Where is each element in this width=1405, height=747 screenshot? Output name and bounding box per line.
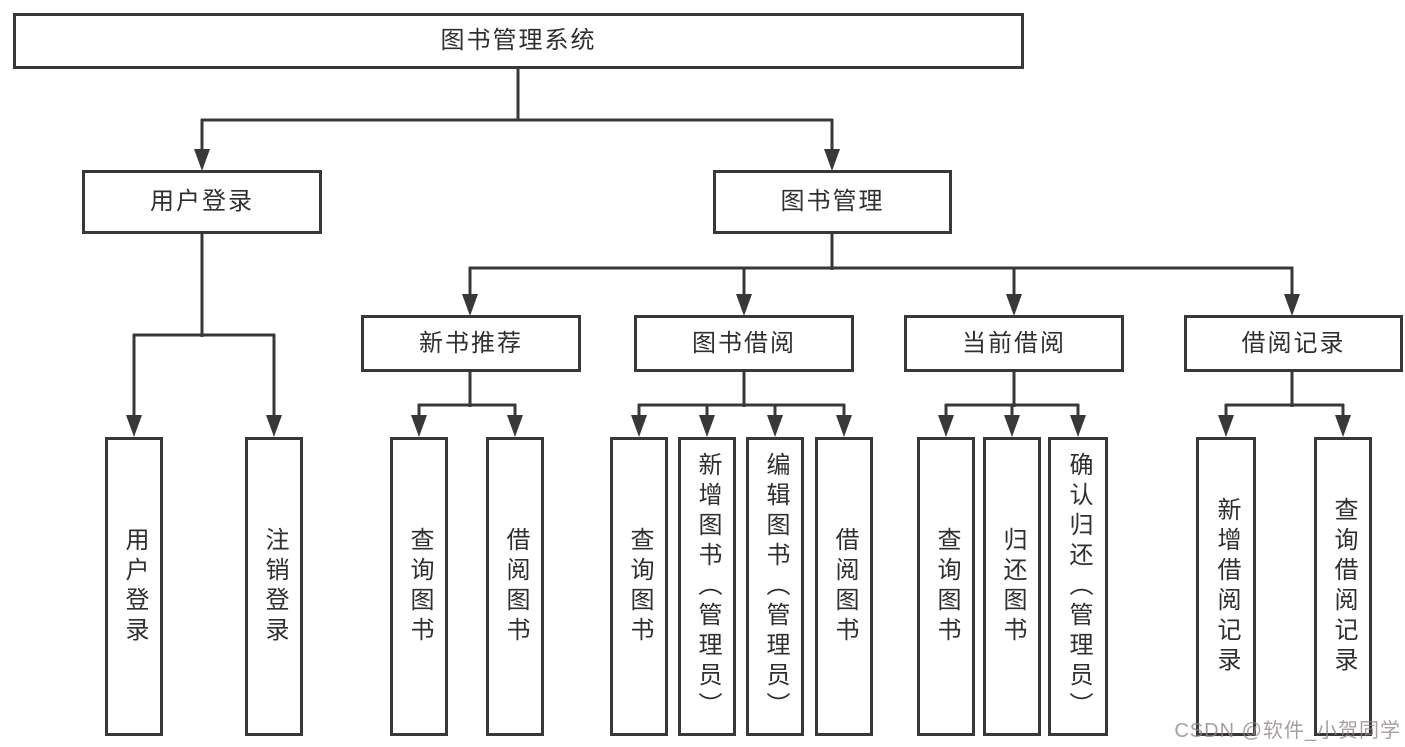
node-book-borrow: 图书借阅: [634, 315, 854, 372]
node-borrow-record: 借阅记录: [1184, 315, 1403, 372]
node-label: 图书借阅: [692, 329, 796, 357]
node-label: 注销登录: [261, 526, 288, 647]
node-new-book-recommend: 新书推荐: [361, 315, 581, 372]
leaf-return-book: 归还图书: [983, 437, 1041, 736]
leaf-query-books-3: 查询图书: [917, 437, 975, 736]
csdn-watermark: CSDN @软件_小贺同学: [1174, 720, 1401, 742]
node-label: 用户登录: [150, 188, 254, 215]
leaf-confirm-return-admin: 确认归还（管理员）: [1048, 437, 1108, 736]
node-label: 图书管理: [780, 188, 885, 215]
node-book-management: 图书管理: [713, 170, 952, 234]
node-label: 归还图书: [999, 526, 1026, 647]
node-label: 查询借阅记录: [1330, 496, 1357, 677]
node-current-borrow: 当前借阅: [904, 315, 1124, 372]
node-label: 查询图书: [933, 526, 960, 647]
node-label: 查询图书: [406, 526, 433, 647]
node-root-library-system: 图书管理系统: [13, 13, 1024, 69]
node-label: 新增借阅记录: [1213, 496, 1240, 677]
leaf-edit-book-admin: 编辑图书（管理员）: [746, 437, 804, 736]
node-label: 借阅图书: [831, 526, 858, 647]
node-label: 借阅记录: [1241, 329, 1346, 357]
node-label: 借阅图书: [502, 526, 529, 647]
node-label: 新增图书（管理员）: [694, 451, 721, 722]
leaf-add-borrow-record: 新增借阅记录: [1196, 437, 1256, 736]
node-label: 用户登录: [121, 526, 148, 647]
node-label: 编辑图书（管理员）: [762, 451, 789, 722]
node-user-login: 用户登录: [82, 170, 322, 234]
node-label: 确认归还（管理员）: [1065, 451, 1092, 722]
node-label: 查询图书: [626, 526, 653, 647]
node-label: 新书推荐: [419, 329, 523, 357]
leaf-query-borrow-record: 查询借阅记录: [1314, 437, 1372, 736]
leaf-query-books-1: 查询图书: [390, 437, 448, 736]
leaf-user-login: 用户登录: [105, 437, 163, 736]
leaf-logout: 注销登录: [245, 437, 303, 736]
leaf-borrow-books-2: 借阅图书: [815, 437, 873, 736]
leaf-add-book-admin: 新增图书（管理员）: [678, 437, 736, 736]
node-label: 图书管理系统: [440, 27, 597, 54]
leaf-query-books-2: 查询图书: [610, 437, 668, 736]
leaf-borrow-books-1: 借阅图书: [486, 437, 544, 736]
node-label: 当前借阅: [962, 329, 1066, 357]
